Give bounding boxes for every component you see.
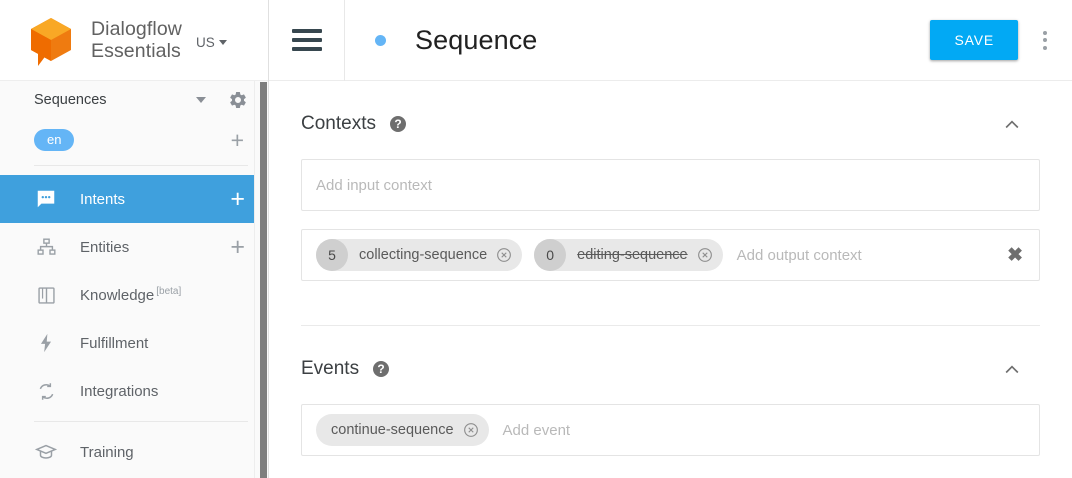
intent-status-dot	[375, 34, 386, 46]
sidebar-item-label: Training	[80, 443, 134, 461]
close-x-icon[interactable]: ✖	[1007, 244, 1023, 266]
sidebar-item-training[interactable]: Training	[0, 428, 268, 476]
events-header: Events ?	[301, 352, 1040, 386]
context-lifespan: 0	[534, 239, 567, 271]
sidebar-item-intents[interactable]: Intents +	[0, 175, 268, 223]
beta-badge: [beta]	[156, 286, 182, 297]
sidebar-scrollbar-thumb[interactable]	[260, 82, 267, 478]
knowledge-book-icon	[34, 283, 58, 307]
contexts-section: Contexts ? Add input context 5 co	[301, 81, 1040, 281]
contexts-title: Contexts	[301, 113, 376, 134]
event-placeholder: Add event	[502, 421, 571, 439]
contexts-header: Contexts ?	[301, 107, 1040, 141]
sidebar-item-fulfillment[interactable]: Fulfillment	[0, 319, 268, 367]
add-entity-icon[interactable]: +	[230, 233, 245, 261]
sidebar-item-label: Intents	[80, 190, 126, 208]
chevron-up-icon[interactable]	[1002, 360, 1020, 378]
hamburger-menu-icon[interactable]	[269, 0, 345, 81]
sidebar-item-label: Knowledge[beta]	[80, 286, 248, 304]
training-cap-icon	[34, 440, 58, 464]
events-section: Events ? continue-sequence	[301, 326, 1040, 456]
sidebar-item-entities[interactable]: Entities +	[0, 223, 268, 271]
chevron-up-icon[interactable]	[1002, 115, 1020, 133]
sidebar-item-knowledge[interactable]: Knowledge[beta]	[0, 271, 268, 319]
integrations-sync-icon	[34, 379, 58, 403]
sidebar-divider	[34, 165, 248, 166]
output-context-placeholder: Add output context	[736, 246, 862, 264]
events-field[interactable]: continue-sequence Add event	[301, 404, 1040, 456]
brand-name-line2: Essentials	[91, 40, 181, 62]
section-divider	[301, 325, 1040, 326]
sidebar-item-label: Entities	[80, 238, 130, 256]
entities-hierarchy-icon	[34, 235, 58, 259]
chip-remove-icon[interactable]	[496, 247, 512, 263]
agent-selector[interactable]: Sequences	[0, 81, 268, 119]
agent-name: Sequences	[34, 92, 107, 108]
content-area: Contexts ? Add input context 5 co	[269, 81, 1072, 456]
hamburger-bars	[291, 29, 322, 51]
context-chip-label: editing-sequence	[577, 247, 688, 263]
input-context-field[interactable]: Add input context	[301, 159, 1040, 211]
region-label: US	[195, 34, 215, 50]
add-intent-icon[interactable]: +	[230, 185, 245, 213]
context-lifespan: 5	[316, 239, 348, 271]
caret-down-icon[interactable]	[196, 97, 206, 103]
sidebar-item-label: Integrations	[80, 382, 159, 400]
context-chip[interactable]: 5 collecting-sequence	[316, 239, 523, 271]
page-title: Sequence	[415, 24, 538, 55]
help-circle-icon[interactable]: ?	[373, 361, 390, 377]
language-chip-en[interactable]: en	[34, 129, 75, 151]
region-selector[interactable]: US	[196, 31, 227, 50]
event-chip[interactable]: continue-sequence	[316, 414, 489, 446]
events-title: Events	[301, 358, 360, 379]
brand-header[interactable]: Dialogflow Essentials US	[0, 0, 268, 81]
input-context-placeholder: Add input context	[316, 176, 432, 194]
sidebar-divider	[34, 421, 248, 422]
event-chip-label: continue-sequence	[331, 422, 454, 438]
sidebar-nav: Intents + Entities +	[0, 175, 268, 476]
brand-name-line1: Dialogflow	[91, 18, 182, 40]
fulfillment-bolt-icon	[34, 331, 58, 355]
language-row: en +	[0, 119, 268, 161]
add-language-icon[interactable]: +	[230, 127, 244, 153]
sidebar-item-text: Knowledge	[80, 287, 155, 304]
chip-remove-icon[interactable]	[697, 247, 713, 263]
gear-icon[interactable]	[228, 90, 248, 110]
sidebar-item-integrations[interactable]: Integrations	[0, 367, 268, 415]
output-context-field[interactable]: 5 collecting-sequence 0 editing-sequence	[301, 229, 1040, 281]
caret-down-icon	[218, 39, 227, 45]
context-chip-label: collecting-sequence	[359, 247, 488, 263]
intents-chat-icon	[34, 187, 58, 211]
help-circle-icon[interactable]: ?	[389, 116, 406, 132]
context-chip[interactable]: 0 editing-sequence	[534, 239, 723, 271]
sidebar: Dialogflow Essentials US Sequences en +	[0, 0, 269, 478]
top-bar: Sequence SAVE	[269, 0, 1072, 81]
main-panel: Sequence SAVE Contexts ?	[269, 0, 1072, 478]
dialogflow-cube-logo	[28, 16, 74, 66]
kebab-menu-icon[interactable]	[1018, 0, 1072, 81]
chip-remove-icon[interactable]	[463, 422, 479, 438]
save-button[interactable]: SAVE	[930, 20, 1018, 60]
brand-name: Dialogflow Essentials	[74, 18, 182, 62]
sidebar-item-label: Fulfillment	[80, 334, 149, 352]
